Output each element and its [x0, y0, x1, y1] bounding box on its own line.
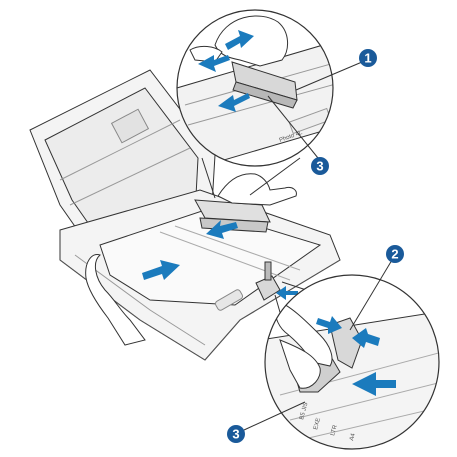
size-label-a4: A4: [349, 432, 357, 441]
bottom-right-inset: B5 JIS EXE LTR A4: [264, 274, 440, 450]
arrow-push-paper: [142, 260, 180, 280]
size-marks: B5 JIS EXE LTR A4: [299, 402, 357, 442]
arrow-slide-width-guide: [206, 220, 238, 239]
size-label-exe: EXE: [313, 417, 322, 430]
callout-leaders: [243, 61, 393, 431]
callout-2-label: 2: [391, 247, 398, 262]
bottom-inset-arrows: [316, 316, 396, 396]
arrow-slide-guide: [218, 93, 250, 112]
arrow-pinch-right: [225, 30, 254, 50]
callout-3-bottom-label: 3: [232, 427, 239, 442]
size-label-ltr: LTR: [330, 424, 339, 437]
top-inset-arrows: [198, 30, 254, 112]
callout-1: 1: [359, 49, 377, 67]
callout-3-top-label: 3: [316, 159, 323, 174]
arrow-slide-large: [352, 372, 396, 396]
arrow-squeeze-right: [316, 316, 342, 334]
callout-2: 2: [386, 245, 404, 263]
paper-length-guide[interactable]: [255, 261, 281, 301]
callout-3-bottom: 3: [227, 425, 245, 443]
size-label-b5: B5 JIS: [299, 402, 309, 421]
top-inset: Photo 4L: [176, 9, 334, 167]
callout-3-top: 3: [311, 157, 329, 175]
tray-arrows: [142, 220, 298, 300]
bottom-inset-guide[interactable]: [329, 317, 363, 369]
left-hand: [85, 253, 146, 346]
callout-1-label: 1: [364, 51, 371, 66]
arrow-squeeze-left: [352, 328, 380, 348]
arrow-pinch-left: [198, 55, 230, 72]
arrow-slide-length-guide: [276, 286, 298, 300]
